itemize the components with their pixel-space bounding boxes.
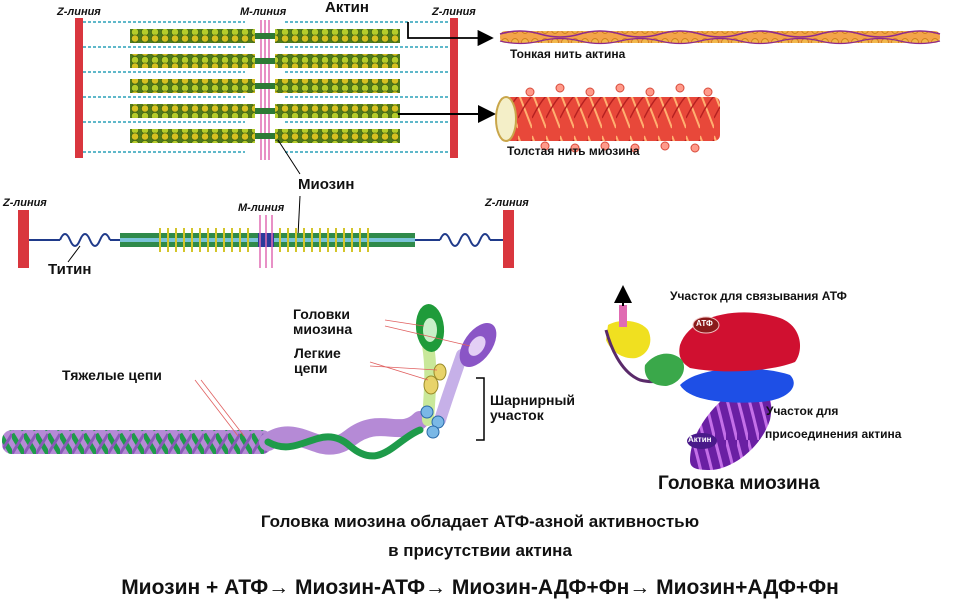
titin-m-line [259, 215, 273, 268]
light-chains-label: Легкие цепи [294, 345, 341, 377]
atp-site-label: Участок для связывания АТФ [670, 289, 847, 303]
titin-spring-right [439, 233, 491, 247]
titin-z-line-right-bar [503, 210, 514, 268]
titin-row [18, 210, 514, 268]
z-line-right-label: Z-линия [432, 6, 476, 18]
hinge-beads [420, 405, 445, 439]
myosin-head-title: Головка миозина [658, 473, 820, 494]
thick-filament-zoom [495, 83, 720, 153]
actin-site-label-1: Участок для [766, 404, 839, 418]
actin-filaments [83, 21, 450, 153]
light-chains [423, 363, 447, 395]
myosin-head-actin-coil [690, 384, 772, 470]
titin-z-line-left-label: Z-линия [3, 197, 47, 209]
sarcomere-diagram [75, 18, 496, 237]
titin-pointer [67, 245, 81, 263]
actin-label: Актин [325, 0, 369, 16]
hinge-bracket [476, 377, 485, 441]
actin-badge-label: Актин [688, 435, 712, 444]
titin-z-line-right-label: Z-линия [485, 197, 529, 209]
heavy-chain-tail [2, 430, 272, 454]
myosin-pointer-bottom [297, 195, 301, 237]
neck-helix [259, 411, 429, 455]
z-line-left-bar [75, 18, 83, 158]
thin-filament-label: Тонкая нить актина [510, 47, 626, 61]
actin-site-label-2: присоединения актина [765, 427, 902, 441]
caption-line-2: в присутствии актина [388, 541, 572, 560]
myosin-molecule [2, 304, 497, 460]
lever-stub [619, 305, 627, 327]
heavy-chains-label: Тяжелые цепи [62, 367, 162, 383]
myosin-heads-label: Головки миозина [293, 306, 353, 338]
z-line-right-bar [450, 18, 458, 158]
titin-spring-left [59, 233, 111, 247]
actin-pointer [407, 22, 494, 47]
thin-filament-zoom [499, 30, 941, 45]
z-line-left-label: Z-линия [57, 6, 101, 18]
actin-badge-circle [687, 433, 717, 449]
myosin-label: Миозин [298, 176, 355, 193]
light-chain-green [644, 353, 685, 386]
caption-line-1: Головка миозина обладает АТФ-азной актив… [260, 512, 700, 531]
myosin-pointer-top [277, 139, 301, 175]
molecule-pointers [194, 319, 471, 437]
titin-m-line-label: M-линия [238, 202, 285, 214]
titin-label: Титин [48, 261, 92, 278]
titin-z-line-left-bar [18, 210, 29, 268]
reaction-formula: Миозин + АТФ→ Миозин-АТФ→ Миозин-АДФ+Фн→… [121, 576, 839, 599]
hinge-region-label: Шарнирный участок [490, 392, 576, 424]
converter-yellow [606, 320, 651, 359]
atp-badge-circle [692, 316, 720, 334]
myosin-head-model [604, 285, 801, 470]
myosin-filaments [130, 29, 400, 143]
actin-binding-domain [680, 368, 794, 403]
titin-rungs [159, 228, 369, 252]
thick-filament-label: Толстая нить миозина [507, 144, 640, 158]
m-line-label: M-линия [240, 6, 287, 18]
atp-badge-label: АТФ [696, 319, 713, 328]
